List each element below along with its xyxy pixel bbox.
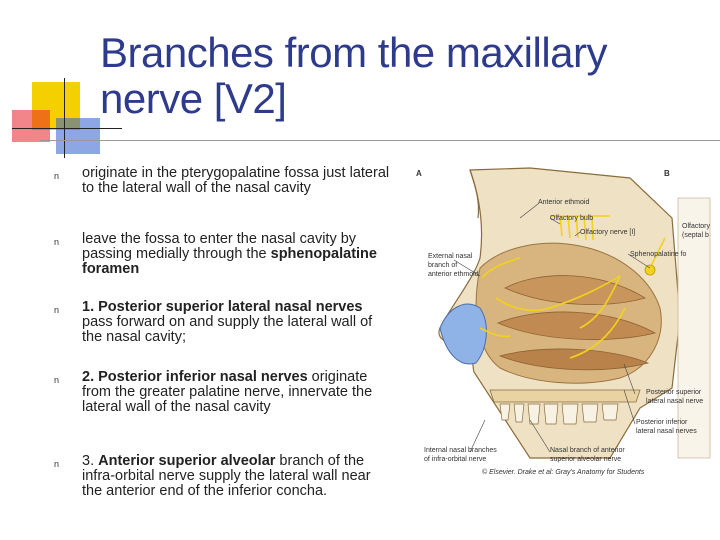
leader-lines — [453, 203, 651, 453]
bullet-text: originate from the greater palatine nerv… — [82, 369, 373, 415]
panel-b-label: B — [664, 169, 670, 178]
label-posterior-inferior-2: lateral nasal nerves — [636, 428, 697, 435]
label-posterior-superior-1: Posterior superior — [646, 389, 702, 396]
label-posterior-inferior-1: Posterior inferior — [636, 419, 688, 426]
title-divider — [40, 140, 720, 141]
title-line-2: nerve [V2] — [100, 75, 287, 122]
bullet-marker-icon: n — [54, 305, 60, 315]
label-external-nasal-3: anterior ethmoid — [428, 271, 479, 278]
bullet-item: n originate in the pterygopalatine fossa… — [54, 166, 392, 196]
bullet-item: n 3. Anterior superior alveolar branch o… — [54, 454, 392, 499]
panel-a-label: A — [416, 169, 422, 178]
bullet-item: n 1. Posterior superior lateral nasal ne… — [54, 300, 392, 345]
bullet-text: branch of the infra-orbital nerve supply… — [82, 453, 371, 499]
label-posterior-superior-2: lateral nasal nerve — [646, 398, 703, 405]
bullet-marker-icon: n — [54, 237, 60, 247]
nasal-anatomy-figure: A B Anterior ethmoid Olfactory bulb Olfa… — [416, 167, 711, 476]
deco-horizontal-line — [12, 128, 122, 129]
nerve-illustration — [479, 215, 666, 359]
deco-red-square — [12, 110, 50, 142]
slide-title: Branches from the maxillary nerve [V2] — [100, 30, 660, 122]
deco-blue-square — [56, 118, 100, 154]
teeth-illustration — [499, 403, 619, 425]
bullet-text-bold: 1. Posterior superior lateral nasal nerv… — [82, 299, 363, 315]
bullet-text: originate in the pterygopalatine fossa j… — [82, 165, 390, 196]
bullet-marker-icon: n — [54, 375, 60, 385]
label-olfactory-bulb: Olfactory bulb — [550, 215, 593, 222]
label-olfactory-cut: Olfactory — [682, 223, 711, 230]
figure-credit: © Elsevier. Drake et al: Gray's Anatomy … — [482, 468, 645, 476]
label-nasal-branch-1: Nasal branch of anterior — [550, 447, 625, 454]
bullet-text: leave the fossa to enter the nasal cavit… — [82, 231, 357, 262]
deco-vertical-line — [64, 78, 65, 158]
label-anterior-ethmoid: Anterior ethmoid — [538, 199, 589, 206]
label-external-nasal-2: branch of — [428, 262, 457, 269]
title-line-1: Branches from the maxillary — [100, 29, 608, 76]
bullet-text: 3. — [82, 453, 99, 469]
bullet-text: pass forward on and supply the lateral w… — [82, 314, 373, 345]
bullet-item: n leave the fossa to enter the nasal cav… — [54, 232, 392, 277]
label-internal-nasal-1: Internal nasal branches — [424, 447, 497, 454]
label-septal-cut: (septal b — [682, 232, 709, 239]
bullet-text-bold: sphenopalatine foramen — [82, 246, 377, 277]
bullet-marker-icon: n — [54, 459, 60, 469]
label-internal-nasal-2: of infra-orbital nerve — [424, 456, 486, 463]
bullet-item: n 2. Posterior inferior nasal nerves ori… — [54, 370, 392, 415]
bullet-text-bold: Anterior superior alveolar — [98, 453, 276, 469]
skull-illustration — [438, 167, 711, 459]
label-nasal-branch-2: superior alveolar nerve — [550, 456, 621, 463]
label-external-nasal-1: External nasal — [428, 253, 473, 260]
bullet-text-bold: 2. Posterior inferior nasal nerves — [82, 369, 308, 385]
label-olfactory-nerve: Olfactory nerve [I] — [580, 229, 635, 236]
bullet-marker-icon: n — [54, 171, 60, 181]
label-sphenopalatine: Sphenopalatine fo — [630, 251, 687, 258]
